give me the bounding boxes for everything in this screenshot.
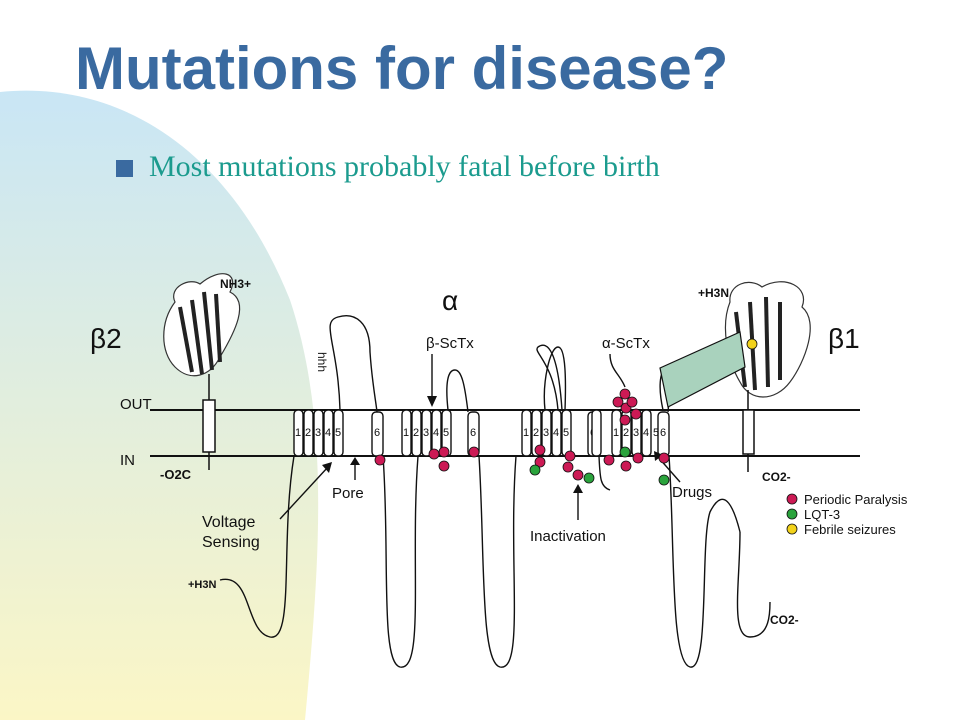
voltage-sensing-arrowhead-icon <box>322 462 332 473</box>
domain-iv-seg-2: 2 <box>623 427 629 439</box>
domain-ii-seg-5: 5 <box>443 427 449 439</box>
mutation-markers <box>374 338 758 486</box>
mutation-dot-periodic <box>564 450 576 462</box>
mutation-dot-periodic <box>438 446 450 458</box>
bullet-text: Most mutations probably fatal before bir… <box>149 150 660 183</box>
domain-i-seg-5: 5 <box>335 427 341 439</box>
beta2-label: β2 <box>90 323 122 354</box>
legend-dot-lqt3 <box>786 508 798 520</box>
domain-i-seg-2: 2 <box>305 427 311 439</box>
domain-ii-seg-3: 3 <box>423 427 429 439</box>
mutation-dot-lqt3 <box>529 464 541 476</box>
mutation-dot-periodic <box>534 444 546 456</box>
co2-mid-label: CO2- <box>762 470 791 484</box>
domain-ii-seg-1: 1 <box>403 427 409 439</box>
mutation-dot-febrile <box>746 338 758 350</box>
legend-dot-periodic <box>786 493 798 505</box>
voltage-sensing-label-2: Sensing <box>202 534 260 551</box>
domain-iv <box>591 369 741 668</box>
bullet-square-icon <box>116 159 133 177</box>
co2-bottom-label: CO2- <box>770 613 799 627</box>
legend-label-febrile: Febrile seizures <box>804 522 896 537</box>
mutation-dot-lqt3 <box>583 472 595 484</box>
mutation-dot-periodic <box>428 448 440 460</box>
domain-iv-seg-5: 5 <box>653 427 659 439</box>
mutation-dot-periodic <box>619 388 631 400</box>
domain-ii <box>401 369 517 668</box>
mutation-dot-periodic <box>572 469 584 481</box>
h3n-top-label: +H3N <box>698 286 729 300</box>
slide-title: Mutations for disease? <box>75 35 729 102</box>
drugs-label: Drugs <box>672 484 712 501</box>
mutation-dot-periodic <box>438 460 450 472</box>
mutation-dot-periodic <box>374 454 386 466</box>
voltage-sensing-label-1: Voltage <box>202 514 255 531</box>
beta-sctx-label: β-ScTx <box>426 335 474 352</box>
domain-ii-seg-6: 6 <box>470 427 476 439</box>
domain-iv-seg-4: 4 <box>643 427 649 439</box>
beta2-subunit-icon <box>163 273 241 470</box>
mutation-dot-periodic <box>534 456 546 468</box>
domain-iv-seg-6: 6 <box>660 427 666 439</box>
beta1-label: β1 <box>828 323 860 354</box>
o2c-label: -O2C <box>160 467 192 482</box>
domain-iv-seg-3: 3 <box>633 427 639 439</box>
domain-iii-seg-3: 3 <box>543 427 549 439</box>
inactivation-arrowhead-icon <box>573 484 583 493</box>
beta1-subunit-icon <box>659 281 811 472</box>
mutation-dot-periodic <box>612 396 624 408</box>
bullet-item: Most mutations probably fatal before bir… <box>116 150 660 184</box>
drugs-arrowhead-icon <box>654 451 663 461</box>
c-terminus-tail <box>736 531 771 638</box>
pore-label: Pore <box>332 485 364 502</box>
inactivation-label: Inactivation <box>530 528 606 545</box>
legend: Periodic Paralysis LQT-3 Febrile seizure… <box>786 492 908 537</box>
beta-sctx-arrowhead-icon <box>427 396 437 407</box>
mutation-dot-periodic <box>630 408 642 420</box>
domain-iii-seg-5: 5 <box>563 427 569 439</box>
domain-i-seg-3: 3 <box>315 427 321 439</box>
legend-dot-febrile <box>786 523 798 535</box>
n-terminus-tail <box>219 455 295 638</box>
out-label: OUT <box>120 396 152 413</box>
domain-iii-seg-2: 2 <box>533 427 539 439</box>
mutation-dot-lqt3 <box>619 446 631 458</box>
sodium-channel-diagram: OUT IN β2 NH3+ -O2C α 1 2 3 4 5 6 hhh <box>90 273 908 668</box>
mutation-dot-periodic <box>603 454 615 466</box>
domain-iii-seg-1: 1 <box>523 427 529 439</box>
h3n-bottom-label: +H3N <box>188 579 216 591</box>
mutation-dot-periodic <box>626 396 638 408</box>
nh3-top-label: NH3+ <box>220 277 251 291</box>
domain-ii-seg-2: 2 <box>413 427 419 439</box>
domain-iii-seg-4: 4 <box>553 427 559 439</box>
mutation-dot-periodic <box>632 452 644 464</box>
domain-i <box>293 315 419 668</box>
in-label: IN <box>120 452 135 469</box>
voltage-sensing-arrow <box>279 466 329 520</box>
domain-ii-seg-4: 4 <box>433 427 439 439</box>
domain-i-seg-1: 1 <box>295 427 301 439</box>
alpha-sctx-label: α-ScTx <box>602 335 650 352</box>
legend-label-lqt3: LQT-3 <box>804 507 840 522</box>
domain-i-seg-6: 6 <box>374 427 380 439</box>
mutation-dot-periodic <box>562 461 574 473</box>
domain-iv-seg-1: 1 <box>613 427 619 439</box>
mutation-dot-periodic <box>619 414 631 426</box>
mutation-dot-periodic <box>658 452 670 464</box>
alpha-label: α <box>442 285 458 316</box>
mutation-dot-periodic <box>620 460 632 472</box>
mutation-dot-lqt3 <box>658 474 670 486</box>
domain-i-seg-4: 4 <box>325 427 331 439</box>
h-label: hhh <box>315 352 329 372</box>
mutation-dot-periodic <box>468 446 480 458</box>
legend-label-periodic: Periodic Paralysis <box>804 492 908 507</box>
pore-arrowhead-icon <box>350 457 360 465</box>
alpha-sctx-arrow <box>609 353 626 388</box>
